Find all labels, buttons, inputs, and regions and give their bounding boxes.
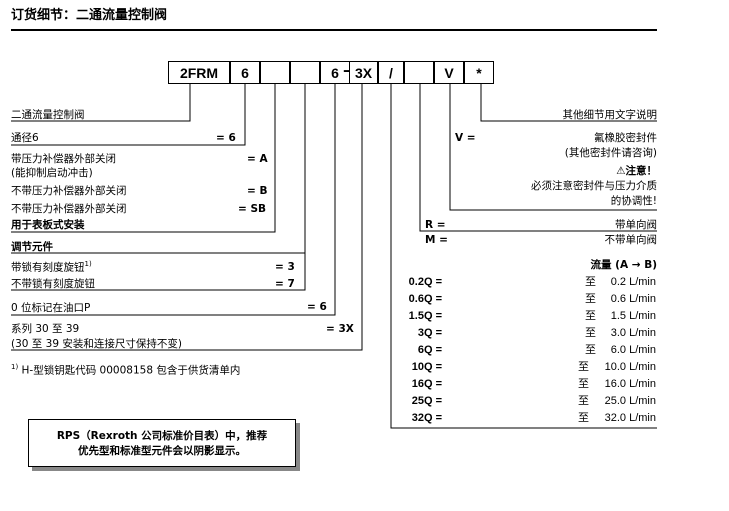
warning-title: ⚠注意！ — [616, 165, 657, 177]
flow-to: 至 — [578, 378, 589, 390]
code-box-slash: / — [378, 61, 404, 84]
option-b-code: = B — [247, 185, 268, 197]
lock-code: = 3 — [275, 261, 295, 273]
flow-code: 10Q = — [411, 361, 442, 373]
note-line-2: 优先型和标准型元件会以阴影显示。 — [78, 445, 246, 457]
size-label: 通径6 — [11, 132, 39, 144]
flow-value: 1.5 L/min — [610, 310, 656, 322]
flow-code: 1.5Q = — [408, 310, 442, 322]
flow-to: 至 — [585, 344, 596, 356]
option-sb-code: = SB — [238, 203, 267, 215]
other-details: 其他细节用文字说明 — [562, 109, 658, 121]
option-a-label: 带压力补偿器外部关闭 — [11, 153, 116, 165]
note-line-1: RPS（Rexroth 公司标准价目表）中，推荐 — [56, 430, 268, 442]
flow-value: 16.0 L/min — [604, 378, 656, 390]
check-m-code: M = — [425, 234, 448, 246]
flow-value: 32.0 L/min — [604, 412, 656, 424]
code-box-other: * — [464, 61, 494, 84]
code-box-flow — [404, 61, 434, 84]
warning-line-2: 的协调性! — [610, 195, 657, 207]
flow-code: 25Q = — [411, 395, 442, 407]
header-rule — [11, 29, 657, 31]
footnote: 1) H-型锁钥匙代码 00008158 包含于供货清单内 — [11, 363, 241, 377]
series-sub: (30 至 39 安装和连接尺寸保持不变) — [11, 338, 182, 350]
option-b-label: 不带压力补偿器外部关闭 — [11, 185, 127, 197]
flow-to: 至 — [585, 293, 596, 305]
nolock-code: = 7 — [275, 278, 295, 290]
check-r-code: R = — [425, 219, 446, 231]
flow-to: 至 — [578, 395, 589, 407]
check-r-label: 带单向阀 — [615, 219, 657, 231]
warning-line-1: 必须注意密封件与压力介质 — [531, 180, 657, 192]
option-a-code: = A — [247, 153, 268, 165]
flow-to: 至 — [585, 310, 596, 322]
flow-value: 0.2 L/min — [610, 276, 656, 288]
flow-code: 6Q = — [417, 344, 442, 356]
series-code: = 3X — [326, 323, 354, 335]
flow-value: 25.0 L/min — [604, 395, 656, 407]
flow-code: 16Q = — [411, 378, 442, 390]
flow-value: 6.0 L/min — [610, 344, 656, 356]
panel-mount: 用于表板式安装 — [11, 219, 85, 231]
rps-note-box: RPS（Rexroth 公司标准价目表）中，推荐 优先型和标准型元件会以阴影显示… — [28, 419, 296, 467]
option-a-sub: (能抑制启动冲击) — [11, 167, 93, 179]
flow-code: 0.6Q = — [408, 293, 442, 305]
zero-label: 0 位标记在油口P — [11, 302, 91, 314]
flow-value: 0.6 L/min — [610, 293, 656, 305]
option-sb-label: 不带压力补偿器外部关闭 — [11, 203, 127, 215]
valve-name: 二通流量控制阀 — [11, 109, 85, 121]
flow-code: 0.2Q = — [408, 276, 442, 288]
flow-to: 至 — [578, 412, 589, 424]
seal-label: 氟橡胶密封件 — [594, 132, 657, 144]
code-box-zero: 6 — [320, 61, 350, 84]
code-dash: – — [343, 61, 351, 79]
flow-code: 32Q = — [411, 412, 442, 424]
seal-sub: (其他密封件请咨询) — [564, 147, 657, 159]
check-m-label: 不带单向阀 — [604, 234, 658, 246]
code-box-seal: V — [434, 61, 464, 84]
flow-to: 至 — [578, 361, 589, 373]
code-box-type: 2FRM — [168, 61, 230, 84]
code-box-size: 6 — [230, 61, 260, 84]
flow-to: 至 — [585, 327, 596, 339]
flow-value: 3.0 L/min — [610, 327, 656, 339]
nolock-label: 不带锁有刻度旋钮 — [11, 278, 95, 290]
warning-icon: ⚠ — [616, 165, 626, 177]
series-label: 系列 30 至 39 — [11, 323, 80, 335]
lock-label: 带锁有刻度旋钮1) — [11, 260, 92, 274]
code-box-compensator — [260, 61, 290, 84]
adjust-heading: 调节元件 — [11, 241, 53, 253]
page-title: 订货细节：二通流量控制阀 — [11, 8, 168, 23]
size-code: = 6 — [216, 132, 236, 144]
flow-code: 3Q = — [417, 327, 442, 339]
zero-code: = 6 — [307, 301, 327, 313]
flow-value: 10.0 L/min — [604, 361, 656, 373]
flow-to: 至 — [585, 276, 596, 288]
seal-code: V = — [455, 132, 476, 144]
code-box-adjust — [290, 61, 320, 84]
code-box-series: 3X — [350, 61, 378, 84]
flow-heading: 流量 (A → B) — [590, 259, 658, 271]
